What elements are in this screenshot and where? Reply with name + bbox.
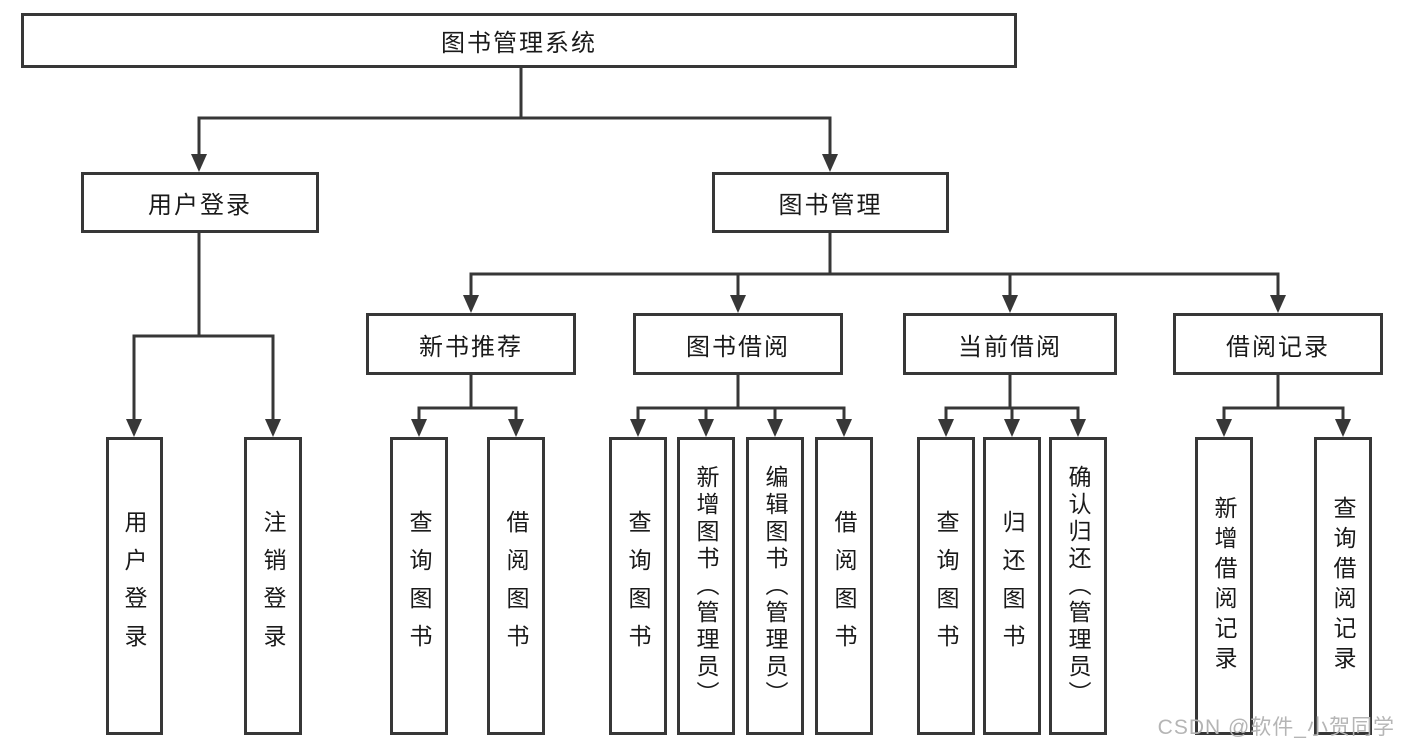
node-book-management: 图书管理 xyxy=(712,172,949,233)
node-user-login: 用户登录 xyxy=(81,172,319,233)
arrowhead-icons xyxy=(126,154,1351,437)
node-query-books-current: 查询图书 xyxy=(917,437,975,735)
watermark: CSDN @软件_小贺同学 xyxy=(1157,716,1395,739)
node-edit-books-admin: 编辑图书（管理员） xyxy=(746,437,804,735)
node-user-login-action: 用户登录 xyxy=(106,437,163,735)
node-current-borrowing: 当前借阅 xyxy=(903,313,1117,375)
node-new-book-recommendation: 新书推荐 xyxy=(366,313,576,375)
node-query-borrowing-record: 查询借阅记录 xyxy=(1314,437,1372,735)
node-confirm-return-admin: 确认归还（管理员） xyxy=(1049,437,1107,735)
node-query-books-borrow: 查询图书 xyxy=(609,437,667,735)
node-return-books: 归还图书 xyxy=(983,437,1041,735)
node-book-borrowing: 图书借阅 xyxy=(633,313,843,375)
node-borrow-books-action: 借阅图书 xyxy=(815,437,873,735)
node-borrowing-records: 借阅记录 xyxy=(1173,313,1383,375)
node-add-borrowing-record: 新增借阅记录 xyxy=(1195,437,1253,735)
node-borrow-books-recommend: 借阅图书 xyxy=(487,437,545,735)
node-library-management-system: 图书管理系统 xyxy=(21,13,1017,68)
node-add-books-admin: 新增图书（管理员） xyxy=(677,437,735,735)
node-query-books-recommend: 查询图书 xyxy=(390,437,448,735)
node-logout-action: 注销登录 xyxy=(244,437,302,735)
